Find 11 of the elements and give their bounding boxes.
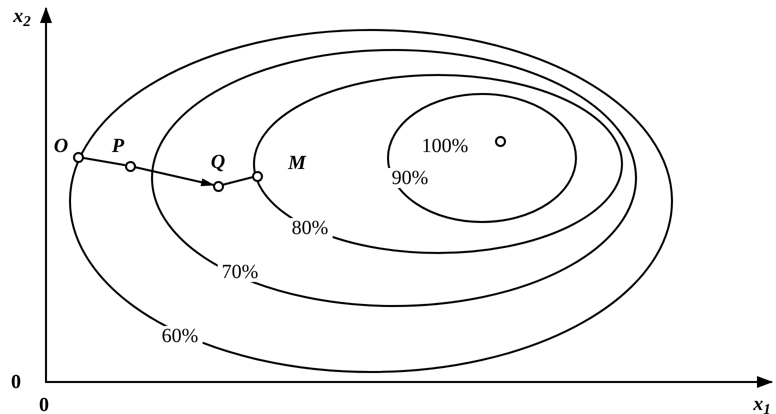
point-marker: [212, 180, 224, 192]
contour-label: 80%: [288, 218, 332, 238]
point-marker: [252, 170, 262, 182]
point-label: P: [112, 136, 124, 156]
point-label: O: [54, 136, 68, 156]
point-label: 100%: [422, 136, 468, 156]
point-marker: [124, 160, 136, 172]
point-marker: [72, 152, 84, 162]
point-label: M: [288, 153, 306, 173]
point-label: Q: [210, 152, 226, 172]
point-marker: [494, 136, 506, 146]
